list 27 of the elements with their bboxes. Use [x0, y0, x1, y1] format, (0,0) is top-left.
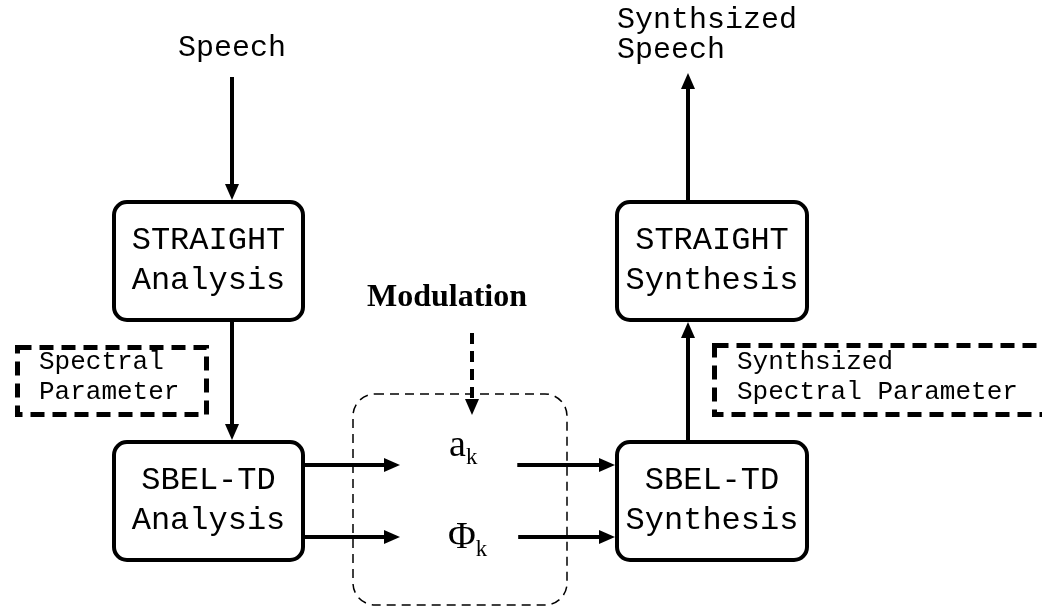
arrow: [305, 530, 400, 544]
process-box: [112, 440, 305, 562]
box-label: SBEL-TD Analysis: [130, 461, 287, 541]
box-label: SBEL-TD Synthesis: [624, 461, 800, 541]
parameter-symbol: a$_{k}$: [449, 422, 478, 464]
arrow: [225, 77, 239, 200]
arrow: [305, 458, 400, 472]
note-text: Synthsized Spectral Parameter: [737, 347, 1019, 407]
arrow: [681, 322, 695, 440]
note-text: Spectral Parameter: [39, 347, 181, 407]
dashed-arrow: [465, 333, 479, 415]
process-box: [615, 200, 809, 322]
dashed-note-box: [712, 343, 1042, 417]
arrow: [518, 530, 615, 544]
arrow: [517, 458, 615, 472]
box-label: STRAIGHT Synthesis: [624, 221, 800, 301]
dashed-note-box: [15, 345, 209, 417]
arrow: [225, 322, 239, 440]
process-box: [615, 440, 809, 562]
process-box: [112, 200, 305, 322]
dashed-region: [352, 393, 568, 606]
input-label: Speech: [178, 33, 287, 63]
box-label: STRAIGHT Analysis: [130, 221, 287, 301]
output-label: Synthsized Speech: [617, 5, 807, 65]
parameter-symbol: Φ$_{k}$: [448, 514, 488, 556]
modulation-label: Modulation: [367, 277, 528, 313]
arrow: [681, 73, 695, 200]
